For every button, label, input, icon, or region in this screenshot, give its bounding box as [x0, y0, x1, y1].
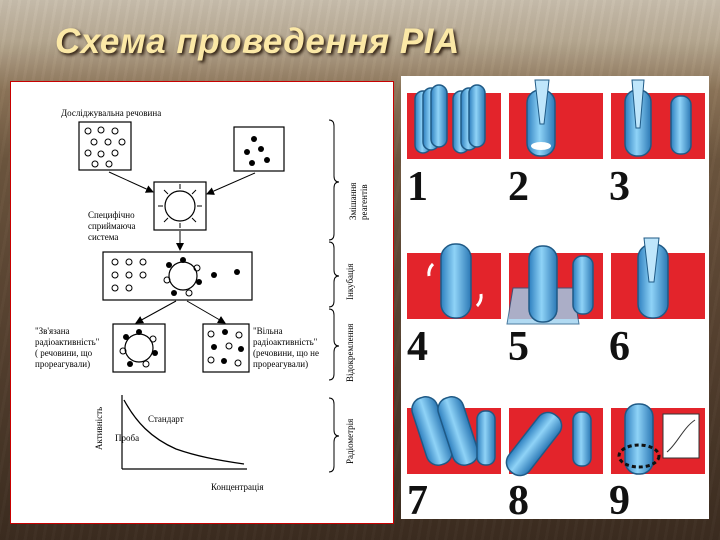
ria-scheme-diagram: Досліджувальна речовина Специ — [35, 108, 369, 492]
stage-radiometry-label: Радіометрія — [345, 419, 355, 464]
slide-title: Схема проведення РІА — [55, 22, 460, 61]
stage-braces — [328, 119, 340, 473]
graph-ylabel: Активність — [94, 407, 104, 450]
step-number-3: 3 — [609, 164, 630, 210]
step-number-4: 4 — [407, 324, 428, 370]
test-substance-box — [78, 121, 132, 171]
free-dots — [207, 329, 244, 367]
step-5-tube — [528, 245, 558, 323]
arrow-to-free — [186, 300, 226, 324]
step-number-8: 8 — [508, 478, 529, 519]
step-number-6: 6 — [609, 324, 630, 370]
arrow-left-to-system — [108, 171, 154, 193]
graph-xlabel: Концентрація — [211, 482, 264, 492]
step-3-pipette — [631, 79, 645, 129]
arrow-to-bound — [135, 300, 177, 324]
step-6-pipette — [643, 237, 660, 283]
ria-scheme-panel: Досліджувальна речовина Специ — [10, 81, 394, 524]
stage-incubation-label: Інкубація — [345, 264, 355, 300]
step-5-tube-small — [572, 255, 594, 315]
step-9-tube — [624, 403, 654, 475]
graph-standard-label: Стандарт — [148, 414, 184, 424]
graph-sample-label: Проба — [115, 433, 139, 443]
receptor-circle — [164, 190, 196, 222]
incubation-free-dot — [234, 269, 240, 275]
step-7-tubes — [411, 396, 496, 466]
ria-steps-panel: 1 2 3 4 5 6 7 8 9 — [401, 76, 709, 524]
labeled-antigen-box — [233, 126, 285, 172]
step-2-background — [509, 93, 603, 159]
step-2-liquid — [531, 142, 551, 150]
bound-radioactivity-label: "Зв'язана радіоактивність" ( речовини, щ… — [35, 326, 102, 369]
step-8-tube — [505, 411, 563, 477]
step-1-tubes — [414, 84, 486, 154]
substance-circles — [84, 126, 126, 168]
receptor-spikes — [158, 184, 202, 228]
step-9-detector — [617, 443, 661, 469]
step-number-1: 1 — [407, 164, 428, 210]
incubation-bound — [163, 257, 202, 297]
incubation-box — [102, 251, 253, 301]
incubation-free-dot — [211, 272, 217, 278]
free-radioactivity-label: "Вільна радіоактивність" (речовини, що н… — [253, 326, 321, 369]
ria-steps-illustration: 1 2 3 4 5 6 7 8 9 — [407, 79, 705, 524]
step-number-9: 9 — [609, 478, 630, 519]
labeled-dots — [244, 136, 270, 166]
step-number-2: 2 — [508, 164, 529, 210]
stage-separation-label: Відокремлення — [345, 324, 355, 382]
step-number-7: 7 — [407, 478, 428, 519]
step-8-tube-small — [572, 411, 592, 467]
radiometry-graph — [121, 395, 247, 470]
bound-dots — [119, 329, 158, 368]
test-substance-label: Досліджувальна речовина — [61, 108, 161, 118]
step-4-rotate-icon — [427, 262, 483, 308]
step-3-tube-small — [670, 95, 692, 155]
step-4-tube — [440, 243, 472, 319]
specific-system-label: Специфічно сприймаюча система — [88, 210, 138, 242]
arrow-right-to-system — [206, 172, 256, 195]
step-2-pipette — [534, 79, 550, 125]
stage-mixing-label: Змішання реагентів — [348, 180, 369, 220]
step-number-5: 5 — [508, 324, 529, 370]
incubation-open-circles — [111, 258, 147, 292]
step-9-printout-curve — [666, 419, 696, 453]
